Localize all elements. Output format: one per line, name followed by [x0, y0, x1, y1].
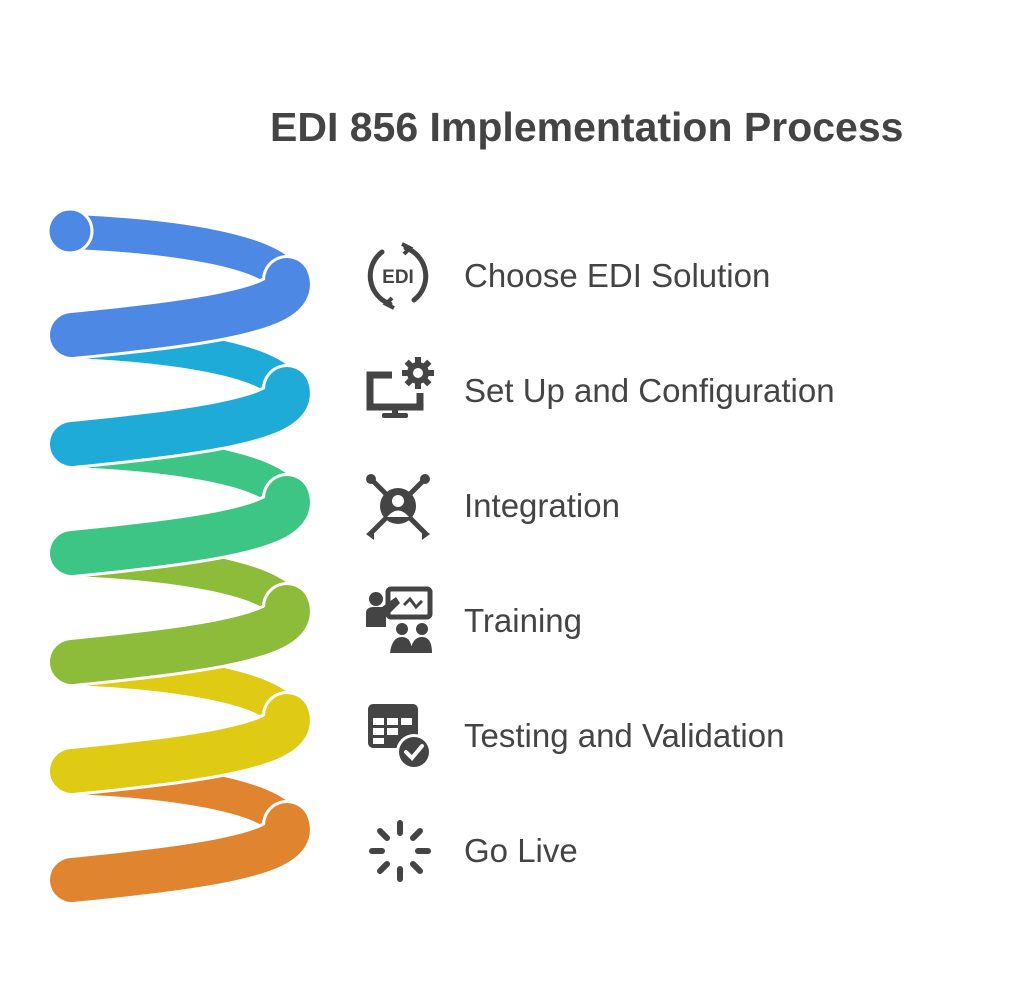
step-testing-validation: Testing and Validation	[362, 701, 784, 771]
presentation-icon	[362, 586, 442, 656]
edi-icon-text: EDI	[382, 267, 414, 288]
step-label: Testing and Validation	[464, 717, 785, 754]
step-set-up-configuration: Set Up and Configuration	[362, 356, 835, 426]
step-go-live: Go Live	[362, 816, 578, 886]
step-training: Training	[362, 586, 582, 656]
step-choose-edi-solution: EDI Choose EDI Solution	[362, 241, 770, 311]
spring-top-end	[46, 207, 94, 255]
diagram-title: EDI 856 Implementation Process	[270, 104, 904, 150]
step-label: Go Live	[464, 832, 578, 869]
edi-cycle-icon: EDI	[362, 241, 442, 311]
step-label: Set Up and Configuration	[464, 372, 835, 409]
loading-spinner-icon	[362, 816, 442, 886]
spring-coil-1	[46, 207, 313, 360]
table-check-icon	[362, 701, 442, 771]
monitor-gear-icon	[362, 356, 442, 426]
step-label: Integration	[464, 487, 620, 524]
step-integration: Integration	[362, 471, 620, 541]
spring-coil	[46, 207, 313, 905]
step-label: Training	[464, 602, 582, 639]
user-network-icon	[362, 471, 442, 541]
step-label: Choose EDI Solution	[464, 257, 771, 294]
